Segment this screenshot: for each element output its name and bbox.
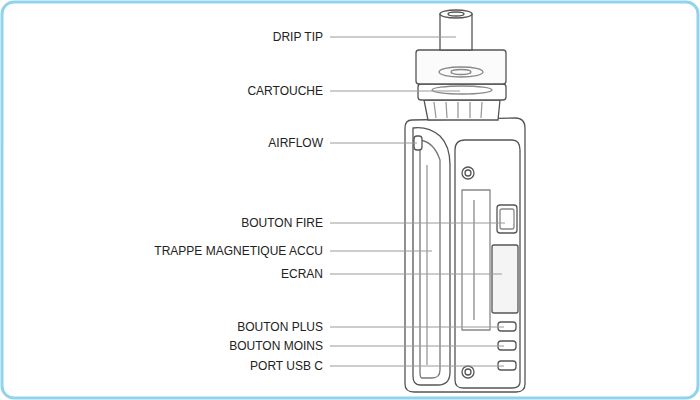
- part-label: ECRAN: [280, 267, 324, 281]
- panel-line: [473, 200, 474, 320]
- fire-button-inner: [500, 209, 514, 229]
- part-label: AIRFLOW: [267, 136, 324, 150]
- part-label: BOUTON MOINS: [228, 339, 324, 353]
- front-panel: [455, 140, 520, 388]
- cartridge-base: [424, 100, 500, 120]
- chimney-hole: [451, 70, 471, 75]
- leader-line: [330, 223, 505, 224]
- body-housing: [405, 118, 525, 392]
- screw-inner: [465, 170, 471, 176]
- leader-line: [330, 366, 504, 367]
- door-inner: [420, 140, 440, 378]
- chimney-top: [439, 67, 483, 77]
- drip-tip: [440, 14, 472, 50]
- part-label: TRAPPE MAGNETIQUE ACCU: [153, 244, 324, 258]
- base-rib: [434, 102, 436, 118]
- cartridge-tank: [416, 50, 506, 84]
- leader-line: [330, 327, 504, 328]
- panel-inset: [462, 190, 490, 330]
- screw-inner: [465, 369, 471, 375]
- leader-line: [330, 274, 502, 275]
- drip-tip-hole: [448, 12, 464, 16]
- leader-lines: [330, 37, 505, 366]
- part-label: BOUTON FIRE: [240, 216, 324, 230]
- drip-tip-top: [440, 10, 472, 18]
- door-groove: [426, 165, 427, 365]
- leader-line: [330, 37, 456, 38]
- cartridge-ring: [418, 84, 506, 100]
- base-rib: [469, 102, 470, 118]
- part-label: CARTOUCHE: [246, 84, 324, 98]
- vape-device: [405, 10, 525, 392]
- leader-line: [330, 91, 460, 92]
- base-rib: [481, 102, 482, 118]
- screw: [462, 167, 474, 179]
- base-rib: [457, 102, 458, 118]
- leader-line: [330, 251, 432, 252]
- base-rib: [446, 102, 447, 118]
- leader-line: [330, 143, 417, 144]
- screw: [462, 366, 474, 378]
- part-label: PORT USB C: [249, 359, 324, 373]
- part-label: BOUTON PLUS: [236, 320, 324, 334]
- screen: [492, 245, 518, 313]
- part-label: DRIP TIP: [272, 30, 324, 44]
- fire-button: [497, 205, 517, 233]
- leader-line: [330, 346, 504, 347]
- ring-band: [432, 86, 492, 94]
